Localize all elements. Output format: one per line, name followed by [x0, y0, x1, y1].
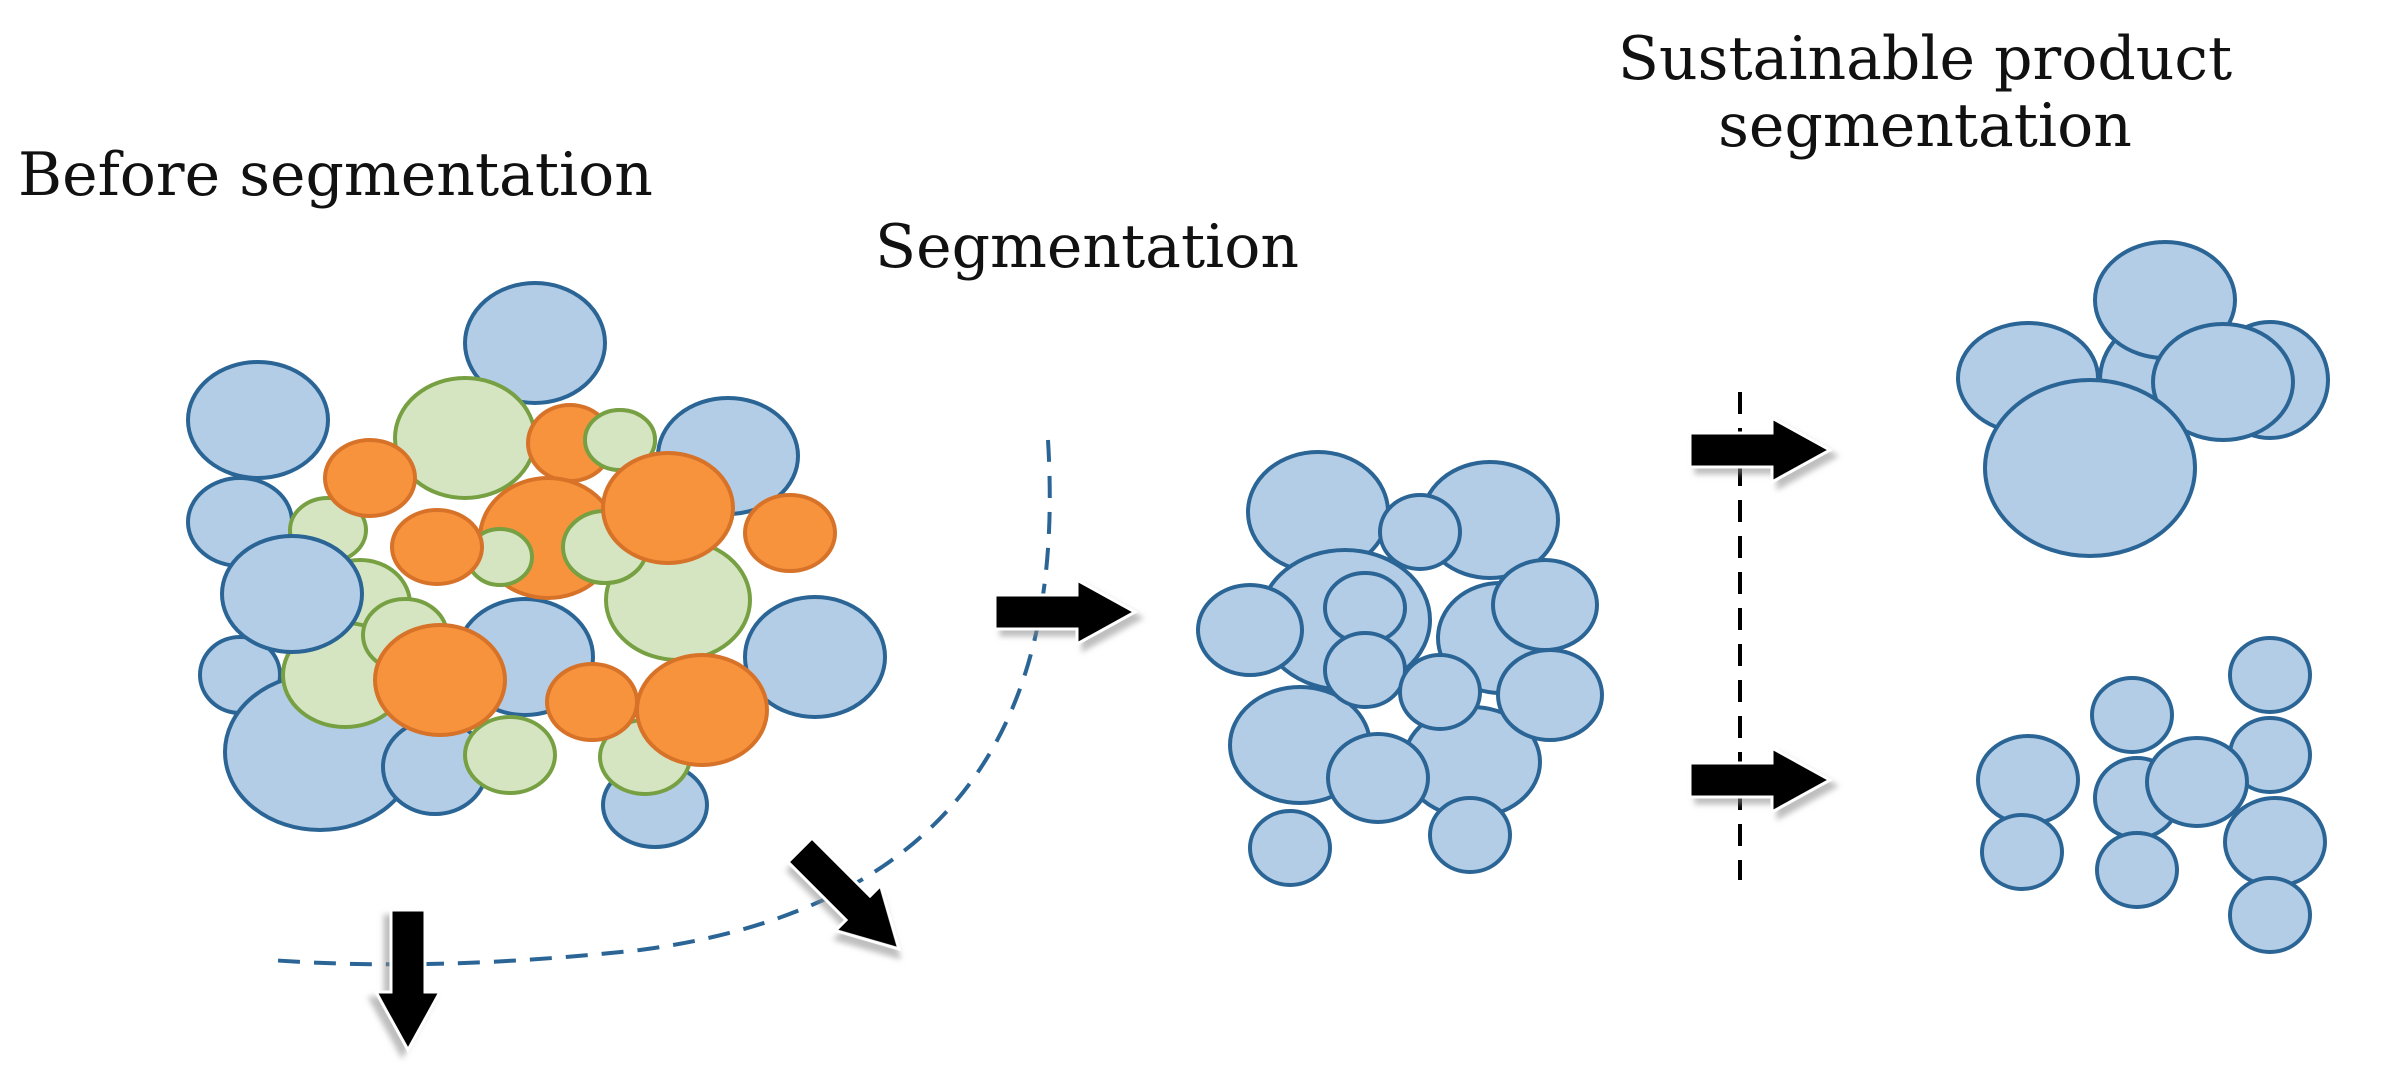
label-segmentation: Segmentation — [875, 212, 1300, 282]
blue-segment — [1428, 796, 1512, 874]
blue-segment — [1983, 378, 2197, 558]
arrow-down-icon — [373, 908, 443, 1054]
arrow-right-icon — [1688, 415, 1834, 485]
orange-segment — [743, 493, 837, 573]
blue-segment — [2145, 736, 2249, 828]
blue-segment — [2228, 876, 2312, 954]
green-segment — [463, 715, 557, 795]
blue-segment — [1323, 631, 1407, 709]
blue-segment — [1196, 583, 1304, 677]
blue-segment — [1378, 493, 1462, 571]
segmented-cluster — [1196, 450, 1604, 887]
arrow-down-right-icon — [785, 835, 902, 952]
blue-segment — [1491, 558, 1599, 652]
label-sustainable-line2: segmentation — [1718, 91, 2132, 162]
blue-segment — [1398, 653, 1482, 731]
blue-segment — [2223, 796, 2327, 888]
blue-segment — [220, 534, 364, 654]
orange-segment — [635, 653, 769, 767]
label-sustainable-line1: Sustainable product — [1617, 24, 2233, 94]
orange-segment — [601, 451, 735, 565]
blue-segment — [1326, 732, 1430, 824]
blue-segment — [1248, 809, 1332, 887]
blue-segment — [1496, 648, 1604, 742]
label-sustainable-product-segmentation: Sustainable product segmentation — [1615, 24, 2235, 162]
label-before-segmentation: Before segmentation — [18, 140, 653, 210]
blue-segment — [2228, 636, 2312, 714]
sustainable-cluster-top — [1956, 240, 2330, 558]
sustainable-cluster-bottom — [1976, 636, 2327, 954]
mixed-cluster — [186, 281, 887, 849]
blue-segment — [743, 595, 887, 719]
blue-segment — [1976, 734, 2080, 826]
blue-segment — [2090, 676, 2174, 754]
blue-segment — [463, 281, 607, 405]
orange-segment — [545, 662, 639, 742]
blue-segment — [186, 360, 330, 480]
arrow-right-icon — [1688, 745, 1834, 815]
orange-segment — [373, 623, 507, 737]
orange-segment — [390, 508, 484, 586]
arrow-right-icon — [993, 577, 1139, 647]
blue-segment — [1980, 813, 2064, 891]
blue-segment — [2095, 831, 2179, 909]
orange-segment — [323, 438, 417, 518]
blue-segment — [2151, 322, 2295, 442]
